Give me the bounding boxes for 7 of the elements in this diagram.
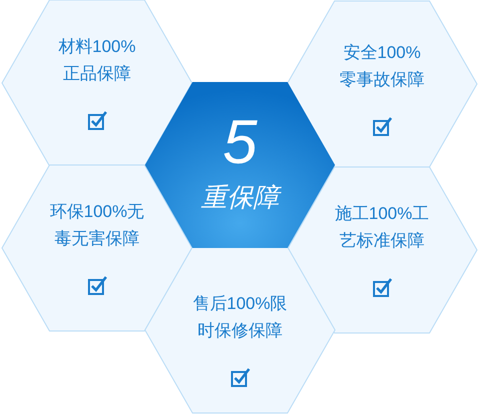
guarantee-text: 安全100%零事故保障 [338,42,426,91]
guarantee-text: 环保100%无毒无害保障 [48,201,146,250]
guarantee-text: 施工100%工艺标准保障 [334,203,430,252]
guarantee-text: 材料100%正品保障 [57,36,137,85]
big-number: 5 [222,110,258,176]
guarantee-text: 售后100%限时保修保障 [192,293,288,342]
center-title: 重保障 [145,182,335,212]
